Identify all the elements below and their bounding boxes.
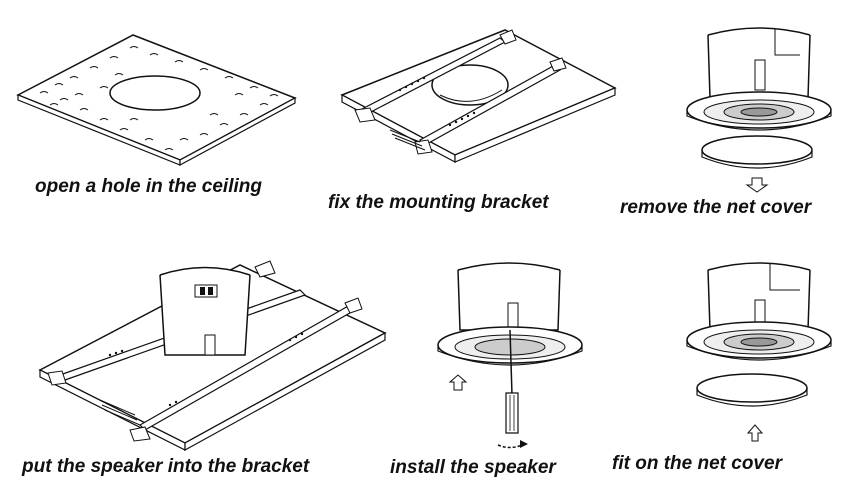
step-1-panel: open a hole in the ceiling [0, 0, 300, 240]
ceiling-hole-icon [0, 0, 300, 180]
mounting-bracket-icon [300, 0, 600, 180]
step-6-panel: fit on the net cover [600, 245, 841, 496]
step-3-caption: remove the net cover [620, 197, 812, 218]
step-6-caption: fit on the net cover [612, 453, 782, 474]
step-5-caption: install the speaker [390, 457, 556, 478]
step-4-panel: put the speaker into the bracket [0, 245, 380, 496]
step-2-caption: fix the mounting bracket [328, 192, 549, 213]
step-4-caption: put the speaker into the bracket [22, 456, 310, 477]
install-speaker-icon [380, 245, 610, 455]
step-5-panel: install the speaker [380, 245, 610, 496]
fit-cover-icon [600, 245, 841, 455]
step-3-panel: remove the net cover [600, 0, 841, 240]
remove-cover-icon [600, 0, 841, 200]
step-2-panel: fix the mounting bracket [300, 0, 600, 240]
step-1-caption: open a hole in the ceiling [35, 176, 262, 197]
speaker-into-bracket-icon [0, 245, 380, 455]
